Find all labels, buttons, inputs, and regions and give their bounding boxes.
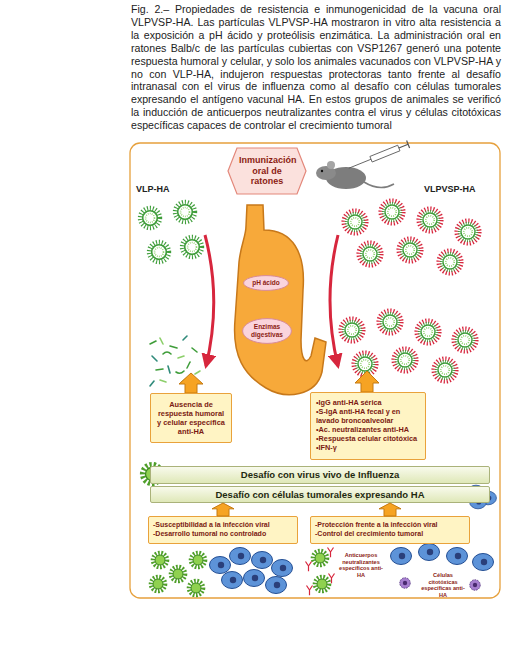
tumor-cell (447, 548, 468, 565)
node-text: Inmunización oral de ratones (239, 155, 295, 188)
virus-icon (151, 577, 165, 591)
node-text: Enzimas digestivas (247, 323, 287, 339)
banner-outline (228, 148, 306, 194)
vlpvsp-particle (354, 353, 377, 376)
mouse-eye (321, 170, 323, 172)
tumor-cell (419, 544, 440, 561)
antibody-icon (329, 574, 335, 584)
vlp-particle (149, 242, 169, 262)
block-arrow-connector (212, 503, 234, 516)
vlpvsp-particle (454, 329, 477, 352)
syringe-plunger (407, 141, 410, 148)
virus-icon (313, 551, 327, 565)
uncontrolled-outcome-illustration (151, 548, 292, 595)
vlpvsp-particle (359, 243, 382, 266)
block-arrow (355, 371, 379, 392)
syringe-plunger (399, 144, 408, 148)
degradation-arrow (205, 235, 214, 366)
virus-icon (189, 581, 203, 595)
tumor-cell (473, 554, 494, 571)
vlp-particle (175, 202, 195, 222)
group-label: VLP-HA (136, 184, 196, 195)
stomach-label: pH ácido (243, 275, 289, 291)
mouse-icon (316, 161, 394, 189)
vlp-ha-particles (140, 202, 202, 262)
vlpvsp-particle (439, 251, 462, 274)
result-box: Ausencia de respuesta humoral y celular … (150, 393, 232, 443)
stomach-label: Enzimas digestivas (242, 318, 292, 344)
tumor-cell (210, 557, 231, 574)
vlpvsp-particle (417, 321, 440, 344)
antibody-icon (328, 548, 334, 558)
tumor-cell (272, 560, 293, 577)
virus-icon (153, 553, 167, 567)
challenge-band: Desafío con células tumorales expresando… (150, 486, 490, 503)
node-text: •IFN-γ (316, 444, 420, 453)
virus-icon (171, 567, 185, 581)
vlpvsp-particle (394, 349, 417, 372)
node-text: -Desarrollo tumoral no controlado (153, 530, 293, 539)
virus-icon (315, 577, 329, 591)
vlpvsp-ha-particles (344, 201, 480, 274)
vlpvsp-particle (344, 211, 367, 234)
ellipse-outline (243, 319, 292, 344)
resistance-arrow (330, 235, 338, 366)
syringe-barrel (370, 145, 400, 162)
block-arrow (179, 373, 203, 393)
mouse-ear (327, 161, 335, 169)
mouse-tail (364, 182, 394, 188)
vlp-particle (182, 237, 202, 257)
vlp-particle (140, 208, 160, 228)
protected-particles (341, 311, 477, 382)
protected-outcome-illustration (306, 544, 494, 596)
tumor-cell (222, 572, 243, 589)
challenge-band: Desafío con virus vivo de Influenza (150, 466, 490, 484)
vlpvsp-particle (379, 311, 402, 334)
virus-icon (191, 553, 205, 567)
node-text: Desafío con virus vivo de Influenza (155, 469, 485, 481)
antibody-icon (306, 562, 312, 572)
icon-label: Anticuerpos neutralizantes específicos a… (336, 552, 386, 578)
vlpvsp-particle (341, 319, 364, 342)
block-arrow-connector (379, 503, 401, 516)
node-text: -Protección frente a la infección viral (315, 521, 465, 530)
node-text: •IgG anti-HA sérica (316, 399, 420, 408)
tumor-cell (252, 552, 273, 569)
cytotoxic-cell (470, 580, 481, 591)
tumor-cell (391, 548, 412, 565)
cytotoxic-cell (400, 578, 411, 589)
node-text: •S-IgA anti-HA fecal y en lavado broncoa… (316, 408, 420, 426)
node-text: •Ac. neutralizantes anti-HA (316, 426, 420, 435)
result-box: •IgG anti-HA sérica•S-IgA anti-HA fecal … (310, 392, 426, 460)
immunization-banner: Inmunización oral de ratones (228, 148, 306, 194)
node-text: -Susceptibilidad a la infección viral (153, 521, 293, 530)
vlpvsp-particle (381, 201, 404, 224)
ellipse-outline (244, 276, 289, 291)
antibody-icon (307, 586, 313, 596)
icon-label: Células citotóxicas específicas anti-HA (420, 572, 466, 598)
vlpvsp-particle (419, 209, 442, 232)
node-text: Desafío con células tumorales expresando… (155, 489, 485, 501)
outcome-box: -Susceptibilidad a la infección viral-De… (148, 516, 298, 544)
node-text: pH ácido (246, 279, 286, 287)
node-text: -Control del crecimiento tumoral (315, 530, 465, 539)
tumor-cell (230, 548, 251, 565)
vlpvsp-particle (434, 359, 457, 382)
node-text: •Respuesta celular citotóxica (316, 435, 420, 444)
stomach-illustration (235, 205, 326, 395)
syringe-icon (347, 141, 409, 172)
figure-frame (130, 143, 500, 598)
group-label: VLPVSP-HA (424, 184, 494, 195)
figure-caption: Fig. 2.– Propiedades de resistencia e in… (131, 3, 501, 132)
outcome-box: -Protección frente a la infección viral-… (310, 516, 470, 544)
node-text: Ausencia de respuesta humoral y celular … (155, 400, 227, 436)
tumor-cell (244, 570, 265, 587)
syringe-needle (349, 159, 371, 168)
tumor-cell (266, 577, 287, 594)
vlpvsp-particle (457, 221, 480, 244)
vlpvsp-particle (399, 239, 422, 262)
